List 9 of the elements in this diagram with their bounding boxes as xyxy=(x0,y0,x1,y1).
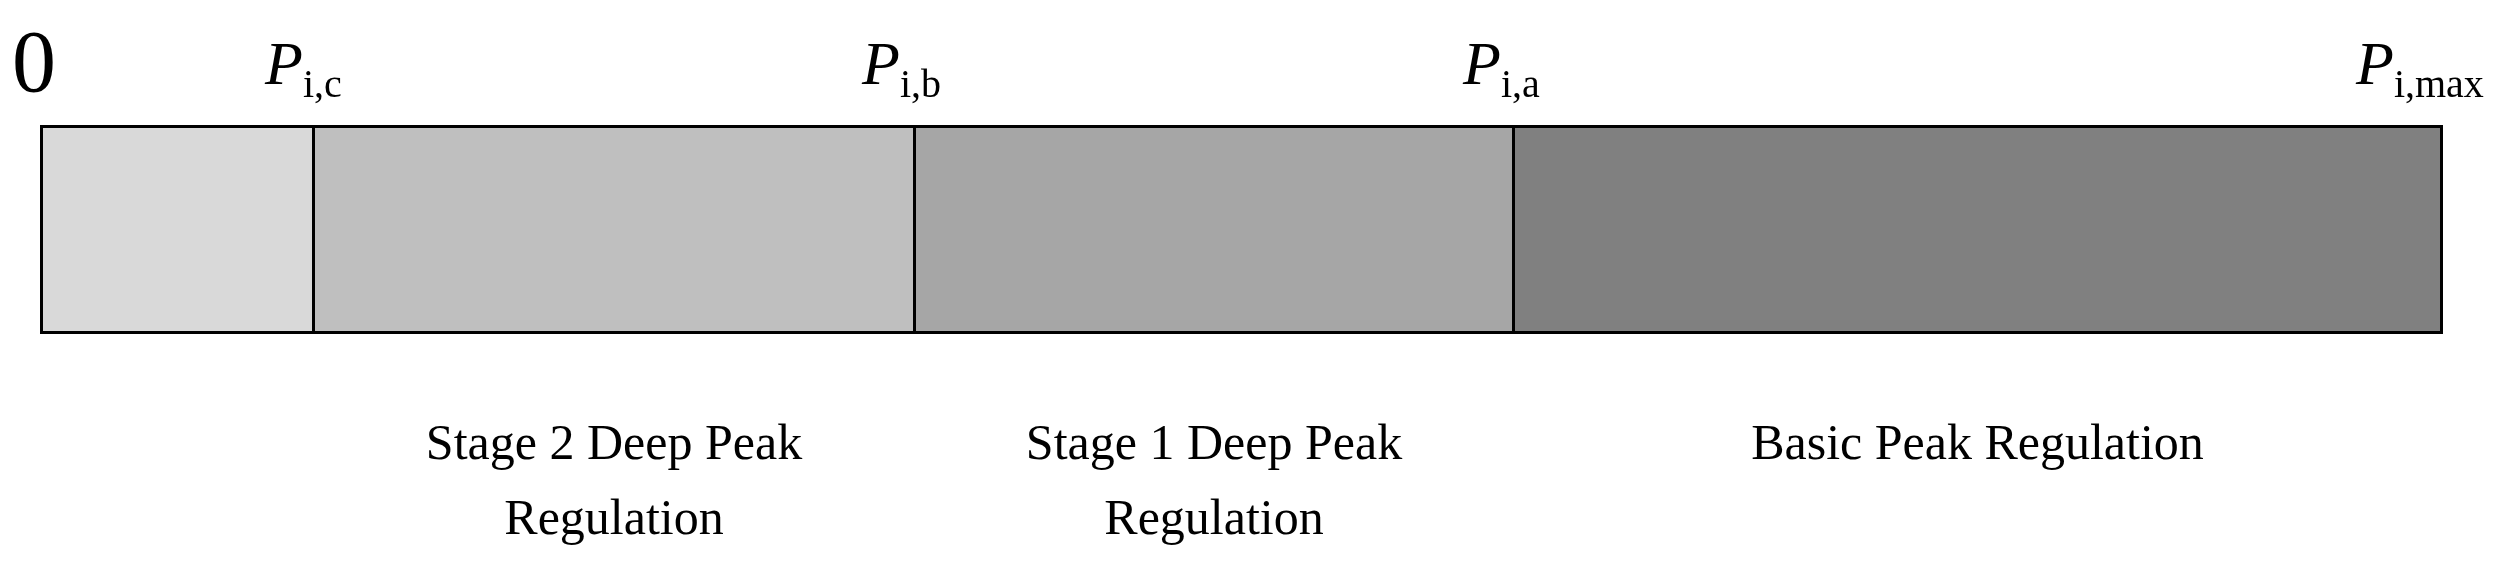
range-label: Stage 2 Deep Peak Regulation xyxy=(424,413,804,547)
threshold-label: P$_{i,c}$ xyxy=(265,32,342,105)
threshold-label: P$_{i,b}$ xyxy=(862,32,941,105)
range-label: Basic Peak Regulation xyxy=(1750,413,2205,472)
axis-start-label: 0 xyxy=(12,18,56,106)
threshold-label: P$_{i,max}$ xyxy=(2356,32,2484,105)
range-label: Stage 1 Deep Peak Regulation xyxy=(1024,413,1404,547)
bar-segment xyxy=(40,125,315,334)
threshold-label: P$_{i,a}$ xyxy=(1463,32,1540,105)
